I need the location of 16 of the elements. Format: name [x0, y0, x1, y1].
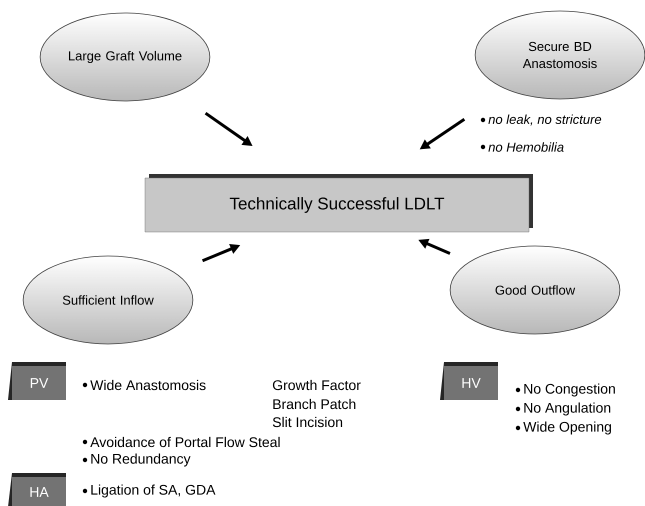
- list-item: Branch Patch: [273, 398, 356, 410]
- list-item: Slit Incision: [272, 416, 342, 428]
- list-item: Growth Factor: [272, 380, 361, 390]
- note-text: no Hemobilia: [488, 142, 564, 152]
- vessel-tag: PV: [8, 362, 66, 400]
- list-item: No Redundancy: [91, 453, 191, 467]
- list-item: No Angulation: [524, 402, 610, 416]
- list-item: Wide Anastomosis: [90, 380, 206, 390]
- vessel-tag: HA: [8, 473, 66, 506]
- list-item: Wide Opening: [523, 421, 611, 435]
- list-item: Avoidance of Portal Flow Steal: [90, 436, 280, 448]
- note-text: no leak, no stricture: [488, 114, 602, 126]
- list-item: No Congestion: [524, 383, 615, 397]
- vessel-tag: HV: [440, 362, 498, 400]
- goal-box: Technically Successful LDLT: [144, 174, 533, 232]
- list-item: Ligation of SA, GDA: [91, 484, 216, 498]
